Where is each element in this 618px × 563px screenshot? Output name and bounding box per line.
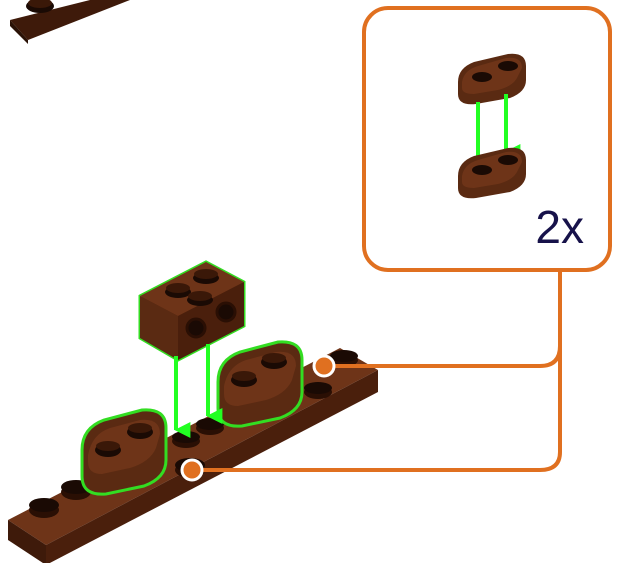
callout-oval-plate-top [458,53,526,105]
quantity-label: 2x [535,201,584,253]
sub-assembly-callout: 2x [362,6,612,272]
callout-dot-icon [180,458,204,482]
callout-connector [180,272,562,482]
sub-assembly-illustration [458,53,526,199]
previous-plate-fragment [10,0,130,44]
base-plate [8,348,378,563]
oval-plate-right [216,340,304,428]
callout-oval-plate-bottom [458,147,526,199]
down-arrow-icon [174,344,223,438]
down-arrow-icon [476,94,521,170]
technic-brick [138,260,246,362]
callout-dot-icon [312,354,336,378]
oval-plate-left [80,408,168,496]
